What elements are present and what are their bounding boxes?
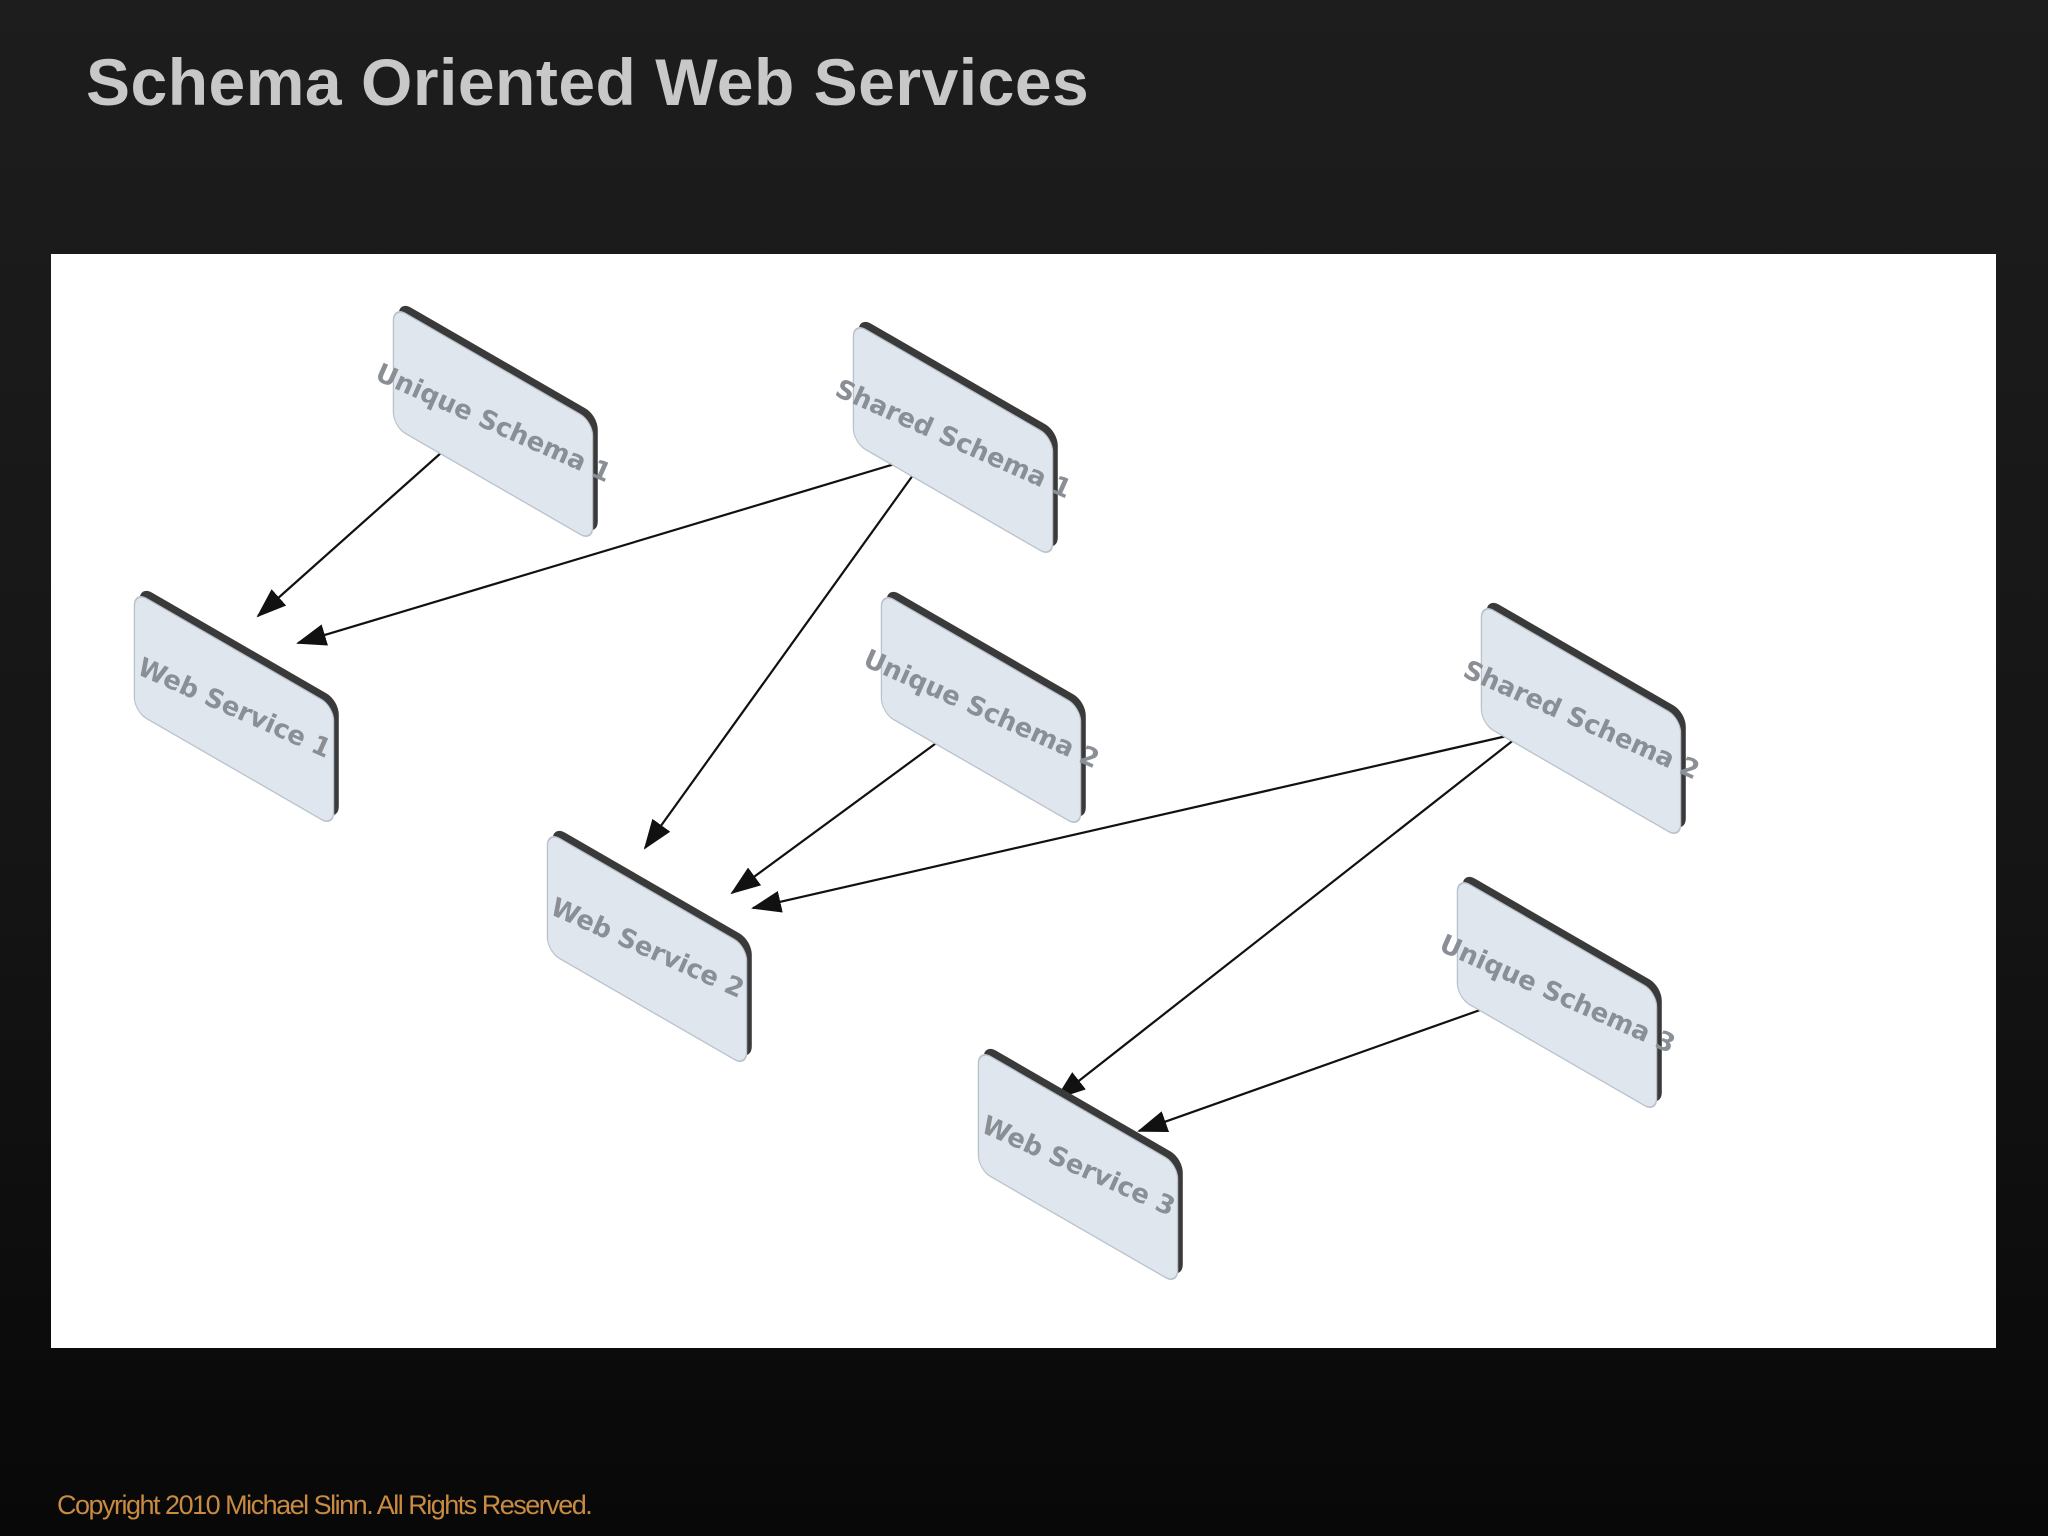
arrow-unique-schema-2-to-web-service-2 bbox=[730, 729, 955, 895]
web-service-3-block: Web Service 3 bbox=[977, 1048, 1183, 1280]
schema-diagram: Unique Schema 1 Shared Schema 1 Web Servic… bbox=[133, 305, 1704, 1280]
arrow-shared-schema-1-to-web-service-1 bbox=[296, 452, 929, 646]
shared-schema-1-block-face bbox=[852, 327, 1054, 553]
unique-schema-3-block-face bbox=[1456, 882, 1658, 1108]
arrow-shared-schema-2-to-web-service-3 bbox=[1055, 734, 1521, 1100]
shared-schema-1-block: Shared Schema 1 bbox=[831, 321, 1076, 553]
web-service-3-block-face bbox=[977, 1054, 1179, 1280]
shared-schema-2-block-face bbox=[1480, 608, 1682, 834]
arrow-shared-schema-1-to-web-service-2 bbox=[643, 456, 927, 850]
copyright-footer: Copyright 2010 Michael Slinn. All Rights… bbox=[57, 1490, 593, 1520]
slide-title: Schema Oriented Web Services bbox=[86, 45, 1090, 119]
shared-schema-2-block: Shared Schema 2 bbox=[1459, 602, 1704, 834]
unique-schema-1-block: Unique Schema 1 bbox=[371, 305, 616, 537]
nodes-layer: Unique Schema 1 Shared Schema 1 Web Servic… bbox=[133, 305, 1704, 1280]
arrow-shared-schema-2-to-web-service-2 bbox=[751, 731, 1521, 913]
web-service-2-block: Web Service 2 bbox=[546, 830, 752, 1062]
unique-schema-2-block-face bbox=[880, 597, 1082, 823]
web-service-2-block-face bbox=[546, 836, 748, 1062]
arrow-unique-schema-1-to-web-service-1 bbox=[256, 435, 461, 618]
web-service-1-block-face bbox=[133, 596, 335, 822]
unique-schema-1-block-face bbox=[392, 311, 594, 537]
unique-schema-2-block: Unique Schema 2 bbox=[859, 591, 1104, 823]
diagram-canvas: Unique Schema 1 Shared Schema 1 Web Servic… bbox=[51, 254, 1996, 1348]
arrow-unique-schema-3-to-web-service-3 bbox=[1137, 1002, 1498, 1133]
unique-schema-3-block: Unique Schema 3 bbox=[1435, 876, 1680, 1108]
web-service-1-block: Web Service 1 bbox=[133, 590, 339, 822]
edges-layer bbox=[256, 435, 1521, 1133]
